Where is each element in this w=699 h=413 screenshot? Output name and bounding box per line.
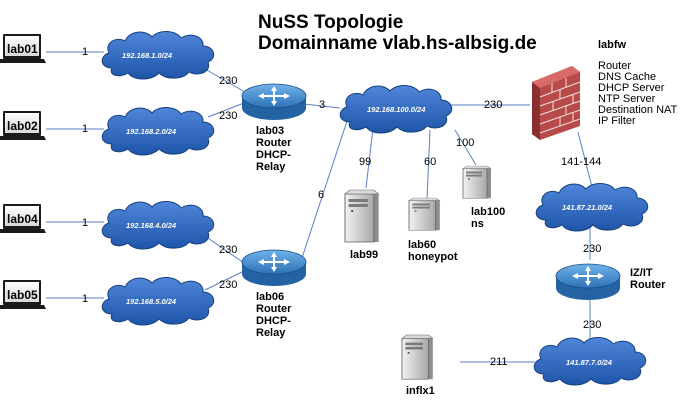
host-label-lab04: lab04 xyxy=(7,212,38,226)
server-lab60[interactable]: lab60 honeypot xyxy=(408,197,458,263)
link-label: 99 xyxy=(359,156,371,168)
link-label: 1 xyxy=(82,217,88,229)
server-icon xyxy=(401,334,434,380)
router-label-lab06: lab06 xyxy=(256,291,284,303)
link-label: 230 xyxy=(583,243,601,255)
server-role-lab60: honeypot xyxy=(408,251,458,263)
network-label-net21: 141.87.21.0/24 xyxy=(562,203,613,212)
host-label-lab01: lab01 xyxy=(7,42,38,56)
host-lab01[interactable]: lab01 xyxy=(0,34,46,63)
server-label-lab100: lab100 xyxy=(471,206,505,218)
network-net4[interactable]: 192.168.4.0/24 xyxy=(101,200,215,250)
router-role-lab06: Router xyxy=(256,303,292,315)
link-net1-lab03 xyxy=(199,65,251,96)
link-net100-lab60 xyxy=(426,129,431,199)
link-label: 6 xyxy=(318,189,324,201)
router-extra1-lab06: DHCP- xyxy=(256,315,291,327)
router-icon xyxy=(241,249,307,287)
network-net2[interactable]: 192.168.2.0/24 xyxy=(101,106,215,156)
link-labels: 1 1 1 1 230 230 230 230 3 6 230 99 60 10… xyxy=(82,46,601,368)
router-lab03[interactable]: lab03 Router DHCP- Relay xyxy=(241,83,307,173)
link-lab06-net100 xyxy=(299,117,349,265)
server-lab100[interactable]: lab100 ns xyxy=(462,165,505,230)
link-label: 3 xyxy=(319,99,325,111)
router-extra2-lab06: Relay xyxy=(256,327,286,339)
host-label-lab02: lab02 xyxy=(7,119,38,133)
network-net7[interactable]: 141.87.7.0/24 xyxy=(533,336,647,386)
firewall-icon xyxy=(532,66,581,140)
link-label: 230 xyxy=(219,244,237,256)
link-net2-lab03 xyxy=(207,102,245,118)
router-extra2-lab03: Relay xyxy=(256,161,286,173)
link-net100-lab99 xyxy=(365,127,374,189)
firewall-service: DHCP Server xyxy=(598,82,665,94)
link-lab03-net100 xyxy=(303,103,341,109)
server-inflx1[interactable]: inflx1 xyxy=(401,334,435,397)
link-net5-lab06 xyxy=(204,270,245,291)
link-label: 230 xyxy=(484,99,502,111)
host-lab04[interactable]: lab04 xyxy=(0,204,46,233)
router-icon xyxy=(555,263,621,301)
host-label-lab05: lab05 xyxy=(7,288,38,302)
link-label: 141-144 xyxy=(561,156,601,168)
links xyxy=(46,51,593,363)
router-label-lab03: lab03 xyxy=(256,125,284,137)
link-net4-lab06 xyxy=(204,235,245,264)
router-role-izit: Router xyxy=(630,279,666,291)
firewall-service: Destination NAT xyxy=(598,104,678,116)
network-label-net1: 192.168.1.0/24 xyxy=(122,51,173,60)
network-label-net100: 192.168.100.0/24 xyxy=(367,105,426,114)
network-net5[interactable]: 192.168.5.0/24 xyxy=(101,276,215,326)
router-label-izit: IZ/IT xyxy=(630,267,653,279)
server-lab99[interactable]: lab99 xyxy=(344,189,380,261)
router-izit[interactable]: IZ/IT Router xyxy=(555,263,666,301)
link-label: 1 xyxy=(82,46,88,58)
link-label: 211 xyxy=(490,356,508,368)
network-label-net2: 192.168.2.0/24 xyxy=(126,127,177,136)
link-label: 100 xyxy=(456,137,474,149)
link-label: 1 xyxy=(82,123,88,135)
server-role-lab100: ns xyxy=(471,218,484,230)
link-label: 230 xyxy=(219,110,237,122)
link-label: 230 xyxy=(583,319,601,331)
firewall-label: labfw xyxy=(598,39,627,51)
host-lab05[interactable]: lab05 xyxy=(0,280,46,309)
firewall-service: Router xyxy=(598,60,631,72)
firewall-service: IP Filter xyxy=(598,115,636,127)
firewall-labfw[interactable]: labfw Router DNS Cache DHCP Server NTP S… xyxy=(532,39,678,140)
server-icon xyxy=(344,189,380,243)
firewall-service: NTP Server xyxy=(598,93,656,105)
network-net1[interactable]: 192.168.1.0/24 xyxy=(101,30,215,80)
network-label-net4: 192.168.4.0/24 xyxy=(126,221,177,230)
router-icon xyxy=(241,83,307,121)
host-lab02[interactable]: lab02 xyxy=(0,111,46,140)
title-line-1: NuSS Topologie xyxy=(258,12,403,33)
server-label-inflx1: inflx1 xyxy=(406,385,435,397)
server-label-lab60: lab60 xyxy=(408,239,436,251)
link-label: 230 xyxy=(219,279,237,291)
link-label: 1 xyxy=(82,293,88,305)
server-icon xyxy=(408,197,441,231)
network-label-net7: 141.87.7.0/24 xyxy=(566,358,613,367)
link-net100-lab100 xyxy=(454,129,477,166)
router-lab06[interactable]: lab06 Router DHCP- Relay xyxy=(241,249,307,339)
link-fw-net21 xyxy=(577,131,593,188)
network-net100[interactable]: 192.168.100.0/24 xyxy=(339,84,453,134)
router-extra1-lab03: DHCP- xyxy=(256,149,291,161)
link-label: 60 xyxy=(424,156,436,168)
server-icon xyxy=(462,165,492,199)
firewall-service: DNS Cache xyxy=(598,71,656,83)
title-line-2: Domainname vlab.hs-albsig.de xyxy=(258,33,537,54)
network-label-net5: 192.168.5.0/24 xyxy=(126,297,177,306)
link-label: 230 xyxy=(219,75,237,87)
network-net21[interactable]: 141.87.21.0/24 xyxy=(535,182,649,232)
router-role-lab03: Router xyxy=(256,137,292,149)
server-label-lab99: lab99 xyxy=(350,249,378,261)
